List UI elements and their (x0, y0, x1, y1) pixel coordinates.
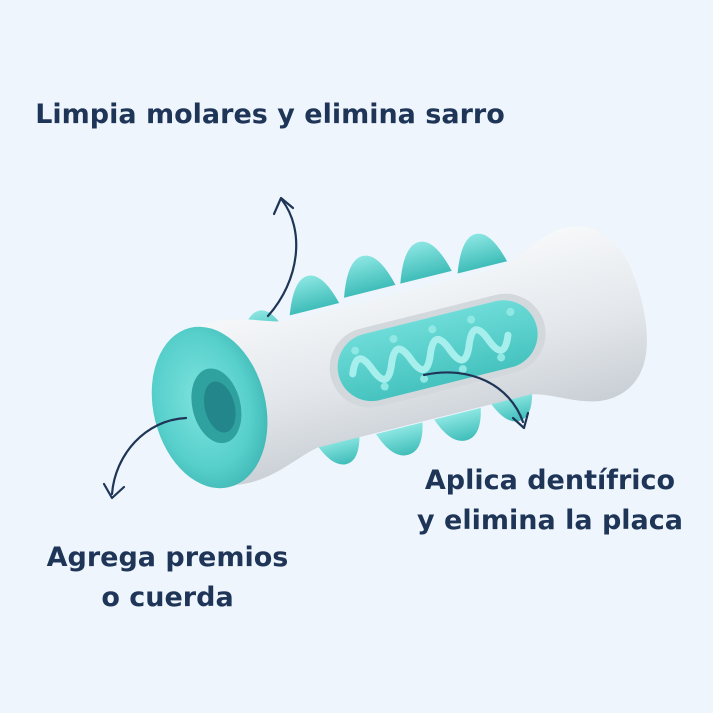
arrow-top (266, 198, 298, 318)
chew-toy (151, 226, 647, 489)
caption-right-line2: y elimina la placa (417, 505, 683, 536)
bottom-nubs (316, 390, 533, 465)
panel-dots (351, 307, 515, 391)
caption-treats: Agrega premios o cuerda (30, 538, 305, 618)
caption-right-line1: Aplica dentífrico (424, 465, 676, 496)
caption-left-line2: o cuerda (101, 582, 234, 613)
caption-toothpaste: Aplica dentífrico y elimina la placa (405, 461, 695, 541)
arrows (102, 196, 530, 500)
wave-ridges (349, 326, 512, 383)
caption-left-line1: Agrega premios (46, 542, 289, 573)
arrow-left (110, 416, 188, 496)
arrow-right (422, 371, 525, 424)
caption-top-text: Limpia molares y elimina sarro (35, 99, 505, 130)
caption-clean-molars: Limpia molares y elimina sarro (0, 95, 540, 135)
